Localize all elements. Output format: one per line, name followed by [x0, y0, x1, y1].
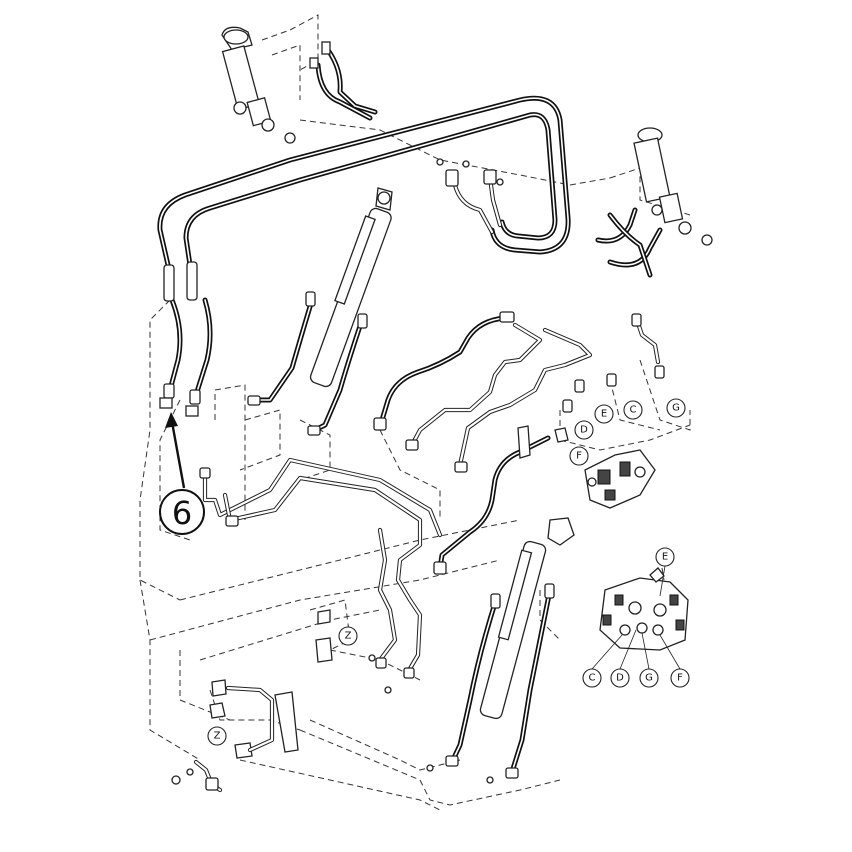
hose-fitting [321, 41, 331, 55]
lower-supply-hose [433, 425, 551, 575]
dashed-routing-lines [139, 14, 691, 811]
item-6-callout: 6 [159, 412, 205, 535]
top-center-fittings [436, 158, 504, 235]
lower-left-fittings [171, 609, 392, 793]
hose-fitting [163, 383, 175, 399]
hose-fitting [309, 57, 319, 69]
callout-c-label: C [630, 405, 637, 416]
letter-callouts: C E G D F Z Z E C D G F [207, 398, 690, 746]
upper-left-hoses [309, 41, 378, 121]
callout-f-label: F [677, 673, 683, 684]
callout-f-label: F [576, 451, 582, 462]
upper-left-cylinder [221, 26, 296, 144]
valve-fittings-column [562, 313, 665, 413]
callout-d-label: D [616, 673, 624, 684]
lower-cylinder [479, 517, 575, 720]
loop-hose [157, 95, 571, 268]
callout-c-label: C [589, 673, 596, 684]
hose-end-nut [185, 405, 199, 417]
valve-bank [554, 427, 656, 509]
hose-fitting [189, 389, 201, 405]
lower-cylinder-hoses [426, 583, 555, 784]
left-hoses [159, 261, 213, 417]
item-6-label: 6 [172, 494, 192, 532]
center-cylinder [309, 187, 393, 388]
callout-e-label: E [662, 552, 668, 563]
upper-right-hoses [595, 207, 663, 278]
valve-detail-view [599, 567, 689, 651]
callout-g-label: G [672, 403, 680, 414]
valve-supply-hose [373, 311, 515, 431]
callout-e-label: E [601, 409, 607, 420]
center-cylinder-hoses [247, 291, 368, 436]
callout-g-label: G [645, 673, 653, 684]
callout-z-label: Z [214, 731, 221, 742]
hose-fitting [186, 261, 198, 301]
hose-end-nut [159, 397, 173, 409]
upper-right-cylinder [633, 127, 713, 246]
steel-tubes [199, 322, 593, 679]
hose-fitting [163, 264, 175, 302]
callout-z-label: Z [345, 631, 352, 642]
callout-d-label: D [580, 425, 588, 436]
